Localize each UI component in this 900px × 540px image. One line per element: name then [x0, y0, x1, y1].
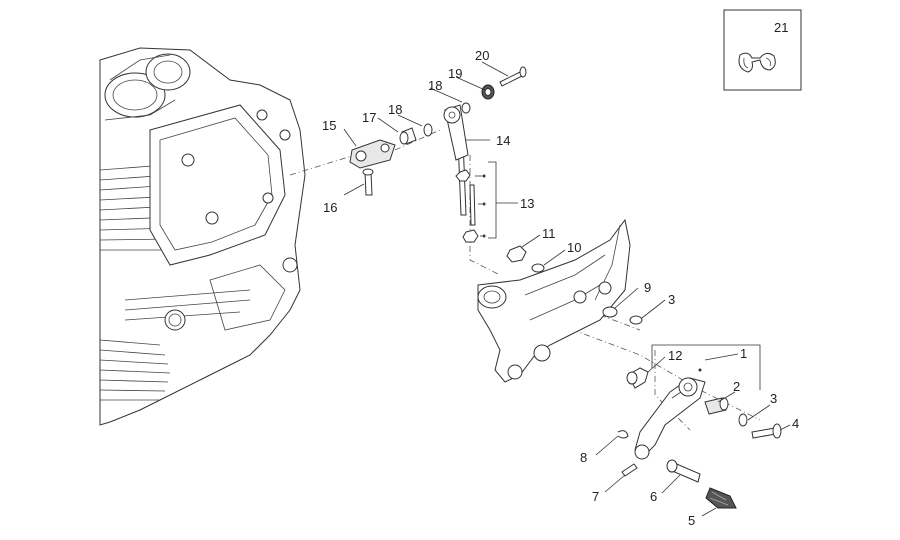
rod-end-joint — [443, 104, 469, 161]
pivot-bolt — [751, 423, 782, 439]
callout-18-top: 18 — [428, 78, 442, 93]
washer-9 — [602, 306, 618, 318]
callout-6: 6 — [650, 489, 657, 504]
callout-15: 15 — [322, 118, 336, 133]
callout-8: 8 — [580, 450, 587, 465]
callout-4: 4 — [792, 416, 799, 431]
callout-12: 12 — [668, 348, 682, 363]
callout-labels: 1 2 3 4 5 6 7 8 9 3 10 11 12 13 14 15 16… — [322, 20, 799, 528]
callout-2: 2 — [733, 379, 740, 394]
callout-3-upper: 3 — [668, 292, 675, 307]
callout-1: 1 — [740, 346, 747, 361]
engine-fins — [99, 164, 251, 401]
intake-assembly — [104, 53, 191, 121]
spacer-17 — [399, 127, 417, 145]
callout-11: 11 — [542, 226, 556, 241]
rubber-pad — [705, 487, 737, 509]
nut-19 — [481, 84, 495, 100]
callout-18-mid: 18 — [388, 102, 402, 117]
washer-10 — [531, 263, 545, 273]
nut-11 — [506, 245, 527, 263]
crankcase-plug — [164, 309, 186, 331]
callout-21: 21 — [774, 20, 788, 35]
callout-3-lower: 3 — [770, 391, 777, 406]
callout-16: 16 — [323, 200, 337, 215]
bolt-20 — [499, 66, 527, 87]
callout-20: 20 — [475, 48, 489, 63]
ball-joint — [626, 367, 649, 389]
gear-lever — [634, 377, 706, 460]
callout-10: 10 — [567, 240, 581, 255]
split-pin — [621, 463, 638, 477]
inset-box-21 — [723, 9, 802, 91]
clip-21-drawing — [738, 52, 776, 73]
washer-18-top — [461, 102, 471, 114]
footpeg-pin — [666, 459, 701, 483]
washer-upper — [629, 315, 643, 325]
leader-lines — [343, 61, 791, 517]
circlip — [617, 430, 629, 439]
footrest-bracket — [477, 218, 631, 383]
shift-arm — [349, 139, 396, 169]
callout-9: 9 — [644, 280, 651, 295]
callout-14: 14 — [496, 133, 510, 148]
screw-16 — [362, 168, 374, 196]
washer-18-mid — [423, 123, 433, 137]
engine-block-drawing — [99, 47, 306, 426]
spacer-bushing — [704, 397, 729, 415]
washer-right — [738, 413, 748, 427]
valve-cover — [149, 104, 286, 266]
callout-13: 13 — [520, 196, 534, 211]
callout-7: 7 — [592, 489, 599, 504]
callout-19: 19 — [448, 66, 462, 81]
callout-17: 17 — [362, 110, 376, 125]
callout-5: 5 — [688, 513, 695, 528]
